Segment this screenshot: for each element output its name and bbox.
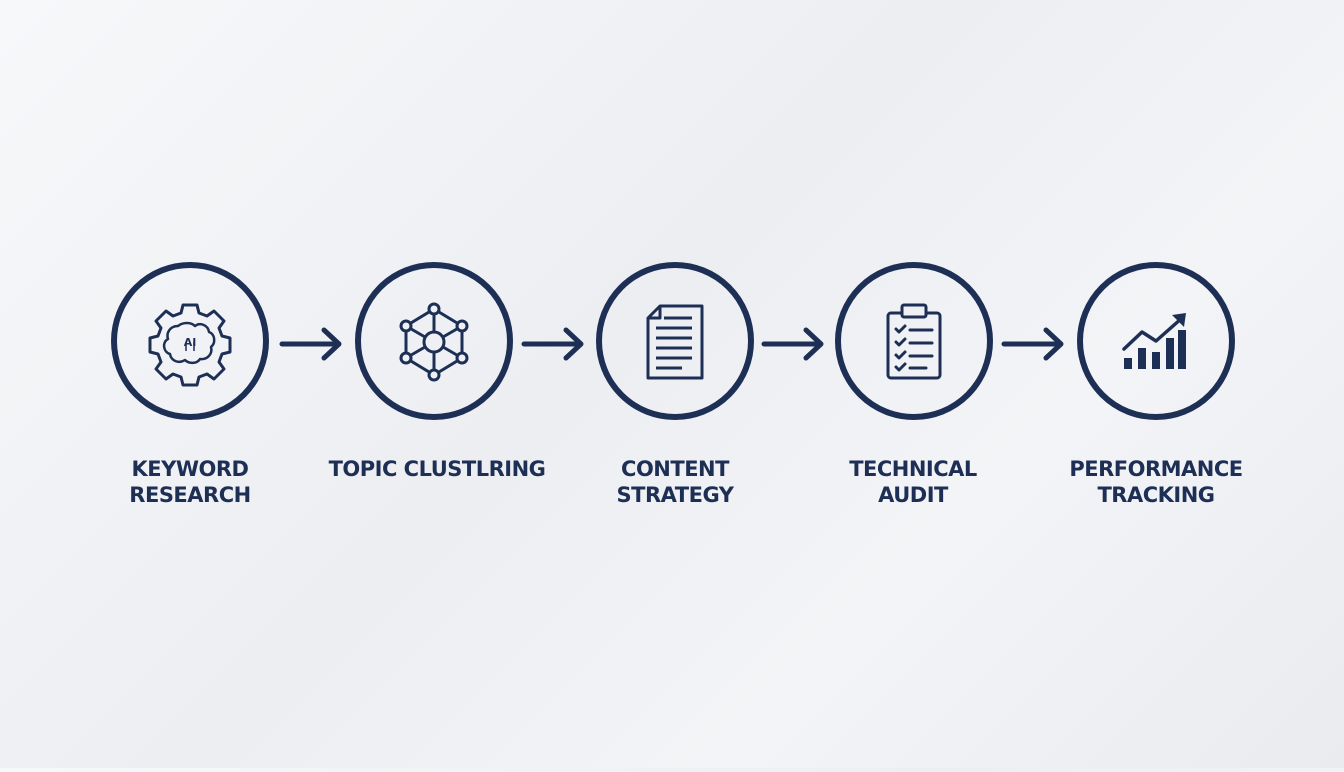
document-icon: [646, 304, 704, 380]
arrow-2-icon: [521, 327, 584, 361]
step-4-label: TECHNICAL AUDIT: [793, 456, 1033, 508]
clipboard-checklist-icon: [886, 303, 942, 380]
step-2-label: TOPIC CLUSTLRING: [317, 456, 557, 482]
step-2-label-line-1: TOPIC CLUSTLRING: [328, 457, 546, 481]
step-4-label-line-1: TECHNICAL: [849, 457, 977, 481]
growth-chart-icon: [1122, 313, 1186, 369]
step-5-circle: [1077, 262, 1235, 420]
ai-brain-gear-icon: AI: [148, 303, 232, 387]
step-1-circle: [111, 262, 269, 420]
step-2-circle: [355, 262, 513, 420]
step-4-circle: [835, 262, 993, 420]
step-3-label-line-1: CONTENT: [621, 457, 729, 481]
step-3-label-line-2: STRATEGY: [616, 483, 734, 507]
arrow-1-icon: [279, 327, 342, 361]
step-3-circle: [596, 262, 754, 420]
ai-icon-text: AI: [184, 336, 197, 349]
step-5-label: PERFORMANCE TRACKING: [1036, 456, 1276, 508]
step-1-label-line-1: KEYWORD: [131, 457, 249, 481]
step-3-label: CONTENT STRATEGY: [555, 456, 795, 508]
step-5-label-line-1: PERFORMANCE: [1069, 457, 1243, 481]
step-1-label: KEYWORD RESEARCH: [70, 456, 310, 508]
step-4-label-line-2: AUDIT: [878, 483, 948, 507]
step-1-label-line-2: RESEARCH: [129, 483, 251, 507]
network-hexagon-icon: [399, 302, 469, 382]
step-5-label-line-2: TRACKING: [1097, 483, 1215, 507]
arrow-3-icon: [761, 327, 824, 361]
arrow-4-icon: [1001, 327, 1064, 361]
